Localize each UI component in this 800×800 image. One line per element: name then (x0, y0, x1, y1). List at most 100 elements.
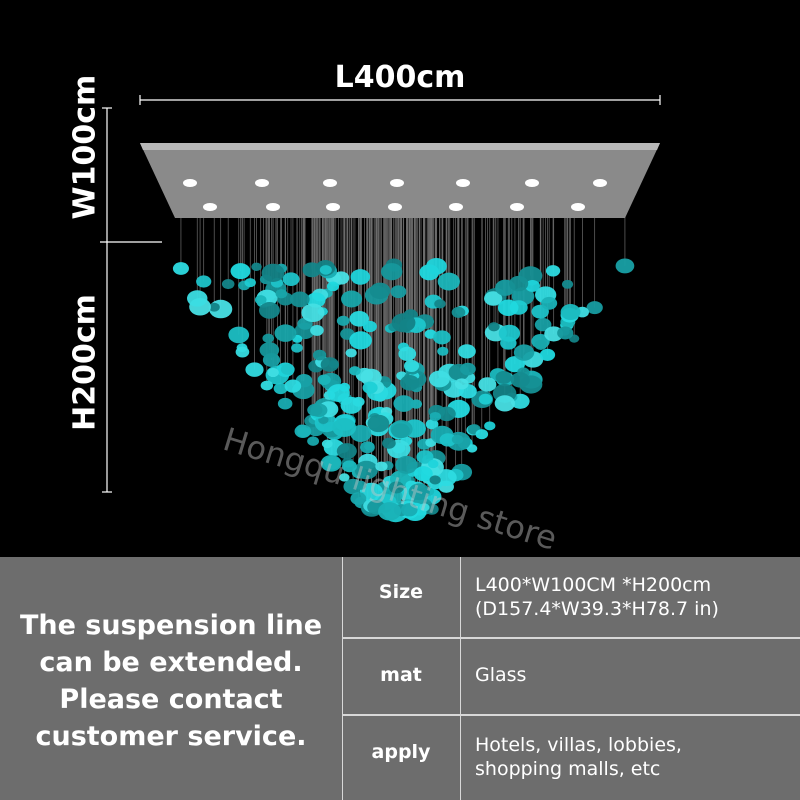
light-icon (323, 179, 337, 187)
glass-stone (488, 322, 500, 332)
glass-stone (429, 475, 441, 485)
glass-stone (391, 423, 410, 439)
glass-stone (339, 382, 350, 392)
spec-value-line: (D157.4*W39.3*H78.7 in) (475, 598, 719, 620)
glass-stone (350, 492, 367, 505)
glass-stone (534, 339, 548, 351)
glass-stone (408, 483, 430, 501)
height-label: H200cm (67, 294, 103, 431)
light-icon (510, 203, 524, 211)
glass-stone (310, 324, 324, 336)
glass-stone (513, 344, 535, 361)
product-photo: L400cm W100cm H200cm Hongqu lighting sto… (67, 60, 661, 558)
glass-stone (367, 414, 390, 433)
spec-value-line: L400*W100CM *H200cm (475, 574, 712, 596)
glass-stone (426, 257, 447, 275)
row-divider (342, 637, 800, 639)
glass-stone (340, 396, 362, 414)
suspension-notice: The suspension line can be extended. Ple… (0, 607, 342, 755)
glass-stone (557, 326, 574, 340)
glass-stone (258, 302, 280, 319)
light-icon (525, 179, 539, 187)
glass-stone (391, 313, 416, 333)
glass-stone (425, 419, 439, 430)
glass-stone (494, 395, 515, 412)
glass-stone (359, 441, 375, 454)
glass-stone (291, 343, 303, 353)
spec-key: apply (371, 741, 431, 763)
glass-stone (586, 301, 603, 315)
glass-stone (362, 320, 377, 333)
glass-stone (275, 289, 288, 299)
glass-stone (478, 393, 493, 405)
notice-line: can be extended. (39, 647, 303, 678)
glass-stone (484, 291, 503, 306)
glass-stone (251, 262, 262, 272)
glass-stone (375, 461, 388, 472)
glass-stone (388, 481, 404, 494)
glass-stone (539, 348, 556, 361)
glass-stone (262, 333, 275, 343)
glass-stone (349, 331, 372, 350)
light-icon (203, 203, 217, 211)
glass-stone (401, 503, 418, 517)
glass-stone (254, 295, 267, 305)
glass-stone (354, 460, 378, 480)
spec-value-line: Glass (475, 664, 527, 686)
glass-stone (393, 395, 415, 412)
glass-stone (332, 417, 357, 437)
glass-stone (307, 403, 323, 417)
glass-stone (498, 324, 521, 342)
glass-stone (378, 502, 402, 521)
notice-line: Please contact (59, 684, 283, 715)
glass-stone (320, 454, 342, 472)
glass-stone (244, 278, 256, 288)
chandelier-illustration (100, 95, 661, 523)
glass-stone (349, 366, 361, 376)
glass-stone (437, 346, 449, 356)
glass-stone (326, 281, 340, 292)
light-icon (183, 179, 197, 187)
glass-stone (260, 380, 274, 391)
glass-stone (437, 406, 456, 422)
glass-stone (439, 433, 457, 447)
spec-panel: The suspension line can be extended. Ple… (0, 557, 800, 800)
spec-value: Hotels, villas, lobbies, shopping malls,… (475, 733, 682, 781)
spec-value: Glass (475, 663, 526, 687)
spec-value: L400*W100CM *H200cm (D157.4*W39.3*H78.7 … (475, 573, 719, 621)
glass-stone (419, 503, 430, 512)
glass-stone (534, 318, 552, 332)
glass-stone (259, 342, 280, 358)
glass-stone (454, 378, 469, 390)
glass-stone (380, 263, 403, 281)
glass-stone (349, 310, 370, 327)
glass-stone (429, 411, 442, 422)
glass-stone (497, 299, 519, 316)
glass-stone (451, 434, 464, 445)
glass-stone (403, 359, 420, 372)
glass-stone (319, 265, 332, 275)
light-icon (593, 179, 607, 187)
dimension-lines (100, 95, 661, 493)
light-icon (266, 203, 280, 211)
glass-stone (274, 324, 297, 342)
glass-stone (434, 299, 446, 309)
glass-stone (560, 304, 581, 320)
glass-stone (245, 362, 264, 377)
glass-stone (196, 275, 212, 288)
glass-stone (277, 397, 293, 410)
glass-stone (280, 363, 295, 375)
glass-stone (273, 382, 288, 395)
glass-stone (428, 370, 450, 388)
glass-stone (478, 377, 497, 392)
light-icon (571, 203, 585, 211)
glass-stone (460, 362, 476, 376)
glass-stone (317, 374, 331, 386)
glass-stone (230, 263, 251, 280)
glass-stone (437, 272, 460, 291)
spec-key: mat (380, 664, 422, 686)
light-icon (388, 203, 402, 211)
glass-stone (484, 421, 496, 431)
glass-stone (321, 439, 333, 449)
glass-stone (345, 348, 357, 358)
